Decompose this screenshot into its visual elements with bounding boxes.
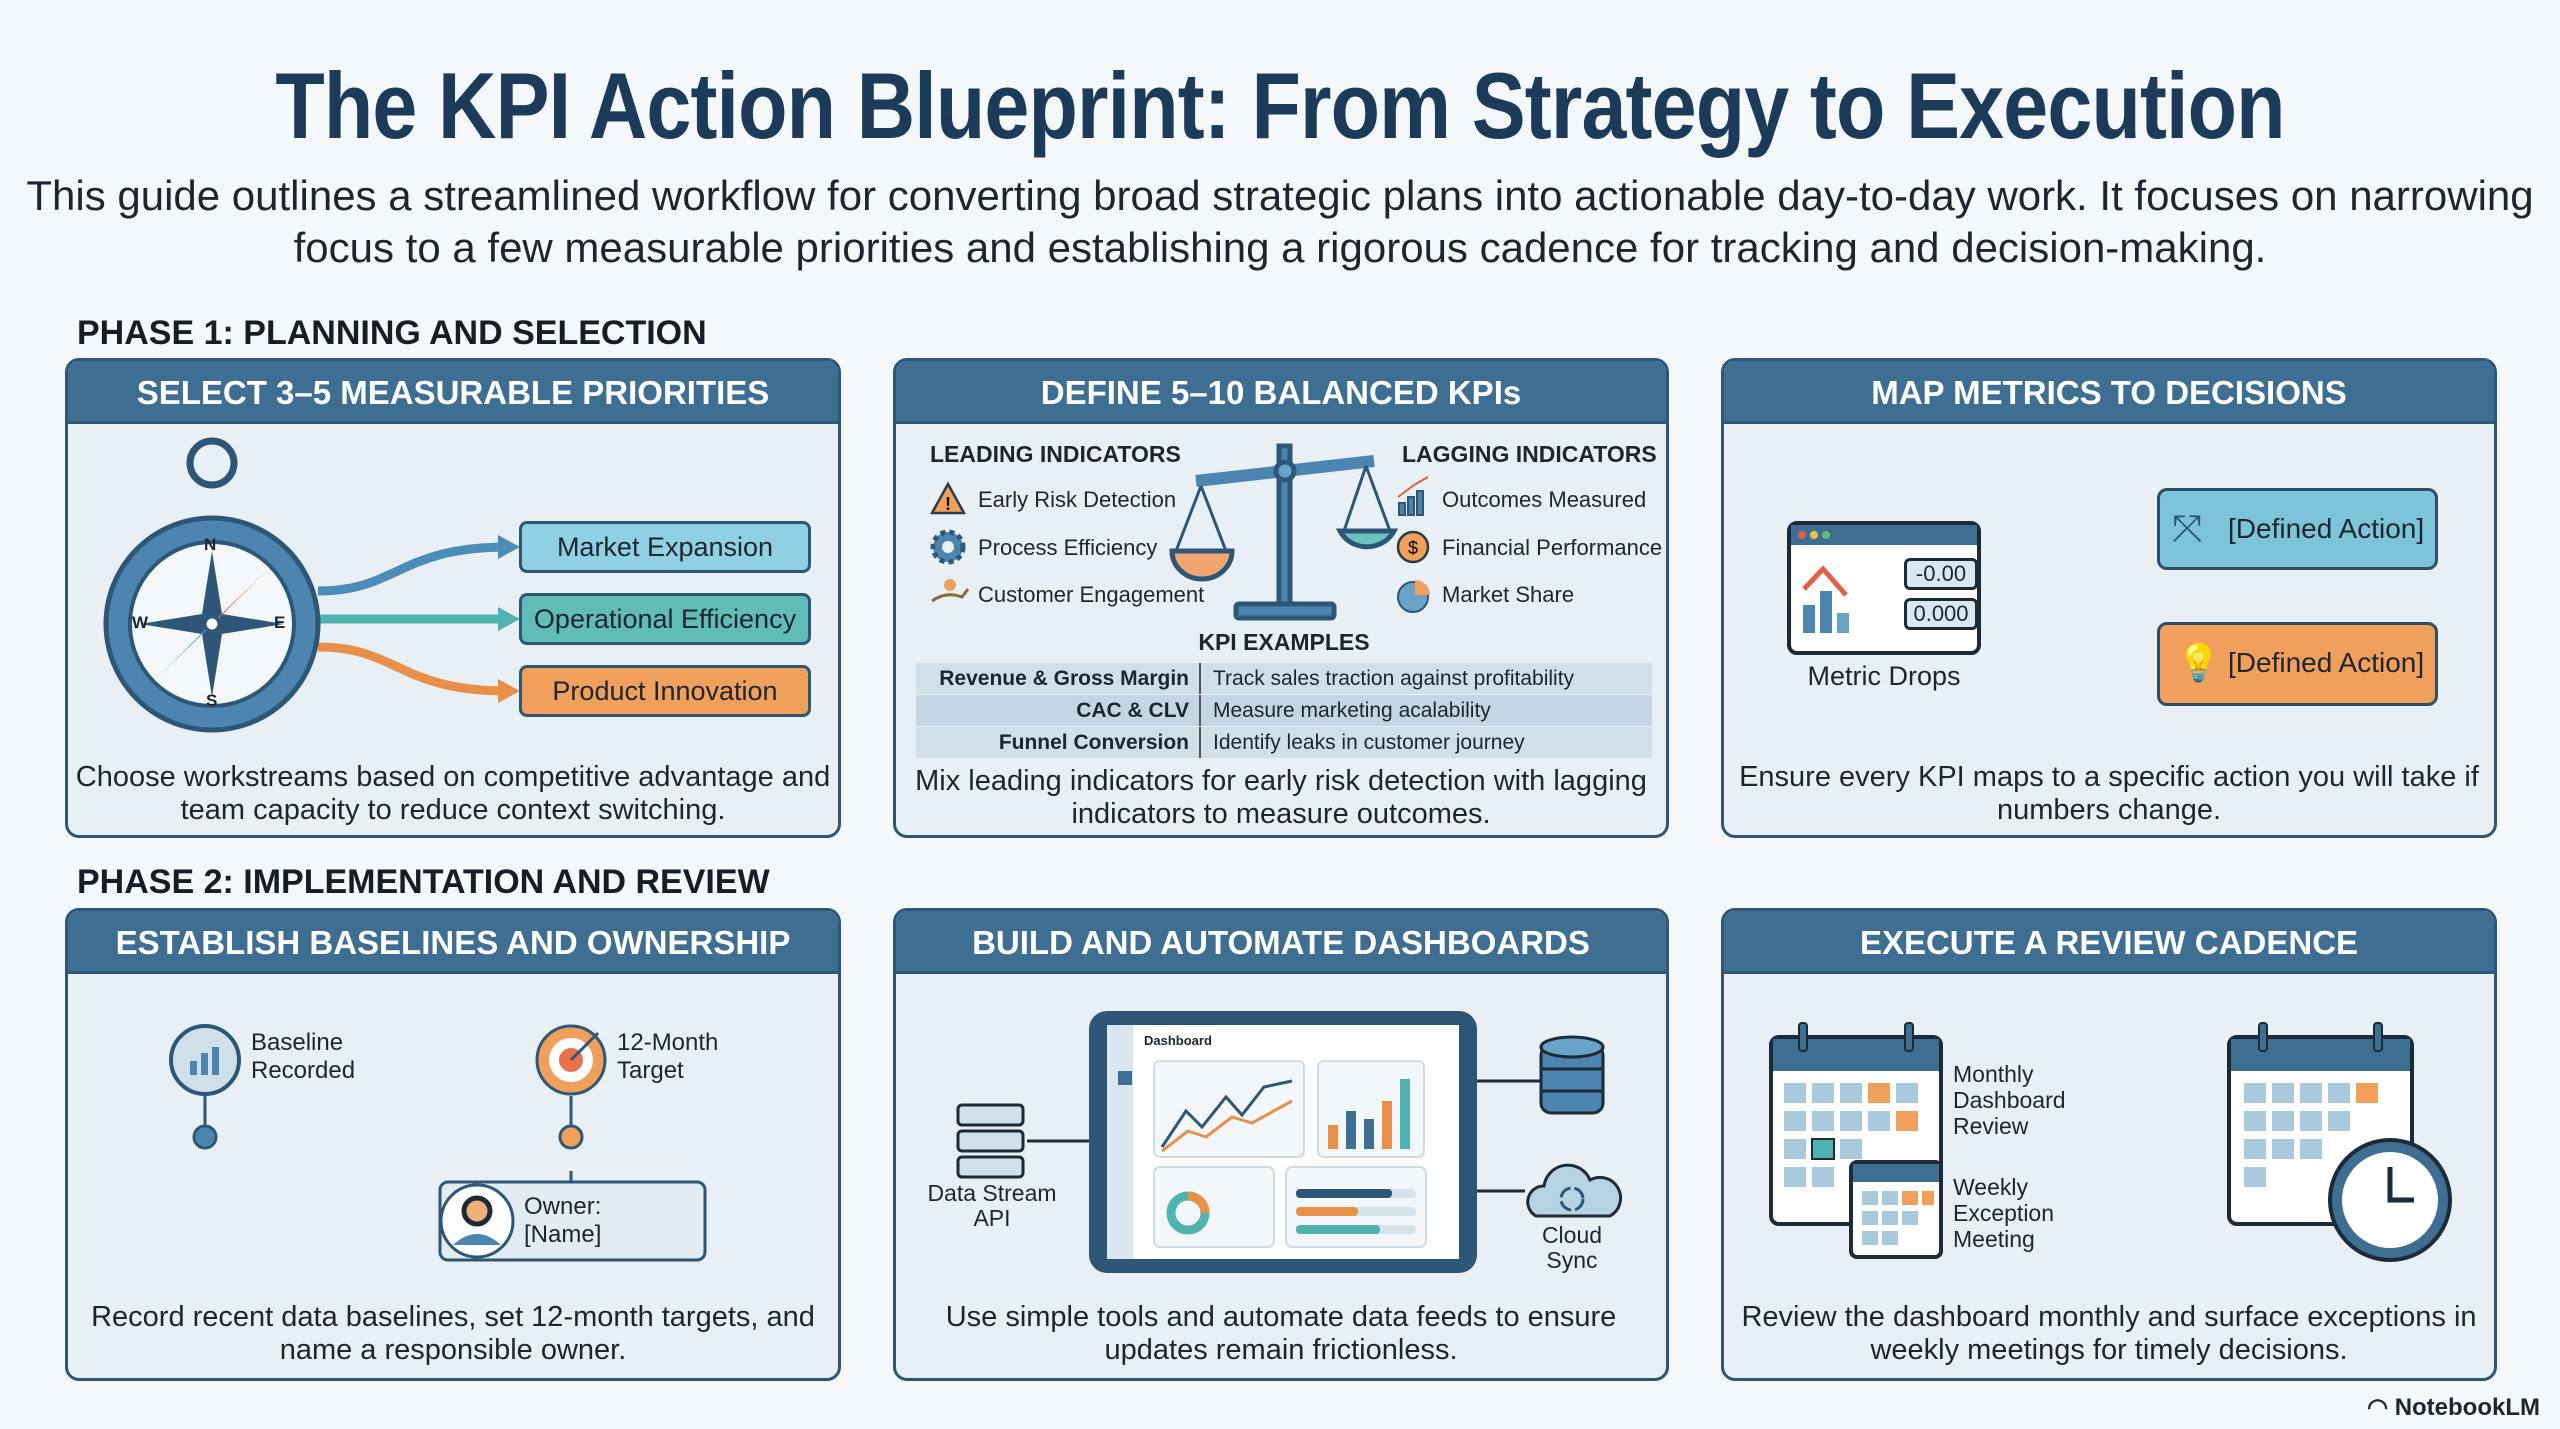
dashboard-label: Dashboard xyxy=(1144,1033,1212,1048)
leading-item: Process Efficiency xyxy=(978,535,1158,560)
notebooklm-icon: ◠ xyxy=(2367,1394,2389,1421)
compass-north: N xyxy=(204,535,217,554)
lagging-item: Outcomes Measured xyxy=(1442,487,1647,512)
dollar-coin-icon: $ xyxy=(1396,530,1430,564)
compass-south: S xyxy=(206,691,218,710)
table-row: CAC & CLV Measure marketing acalability xyxy=(916,695,1652,726)
page-title: The KPI Action Blueprint: From Strategy … xyxy=(275,53,2285,158)
monthly-review-label: Monthly Dashboard Review xyxy=(1953,1061,2066,1139)
defined-action-2: 💡 [Defined Action] xyxy=(2157,622,2438,706)
card-title: MAP METRICS TO DECISIONS xyxy=(1724,361,2494,424)
metric-value: -0.00 xyxy=(1904,558,1978,590)
card-title: BUILD AND AUTOMATE DASHBOARDS xyxy=(896,911,1666,974)
card-title: SELECT 3–5 MEASURABLE PRIORITIES xyxy=(68,361,838,424)
compass-west: W xyxy=(132,613,149,632)
balance-scale-icon xyxy=(1169,443,1399,621)
dashboard-illustration xyxy=(956,1011,1623,1273)
compass-east: E xyxy=(274,613,286,632)
kpi-name: CAC & CLV xyxy=(916,695,1201,726)
card-dashboards: BUILD AND AUTOMATE DASHBOARDS Dashboard … xyxy=(893,908,1669,1381)
lightbulb-icon: 💡 xyxy=(2176,642,2221,683)
card-title: EXECUTE A REVIEW CADENCE xyxy=(1724,911,2494,974)
pie-chart-icon xyxy=(1397,580,1430,613)
svg-text:$: $ xyxy=(1408,538,1418,558)
data-stream-label: Data Stream API xyxy=(927,1180,1057,1231)
owner-avatar-icon xyxy=(438,1171,707,1262)
card-define-kpis: DEFINE 5–10 BALANCED KPIs ! $ LEADING IN… xyxy=(893,358,1669,838)
phase-2-label: PHASE 2: IMPLEMENTATION AND REVIEW xyxy=(77,863,770,901)
action-label: [Defined Action] xyxy=(2228,513,2425,544)
priority-operational-efficiency: Operational Efficiency xyxy=(519,593,811,645)
weekly-meeting-label: Weekly Exception Meeting xyxy=(1953,1174,2055,1252)
target-icon xyxy=(535,1024,607,1150)
ownership-icons xyxy=(169,1024,707,1262)
lagging-item: Market Share xyxy=(1442,582,1575,607)
lagging-heading: LAGGING INDICATORS xyxy=(1402,441,1657,467)
page-subtitle: This guide outlines a streamlined workfl… xyxy=(26,172,2534,271)
kpi-name: Funnel Conversion xyxy=(916,727,1201,758)
metric-value: 0.000 xyxy=(1904,598,1978,630)
kpi-purpose: Identify leaks in customer journey xyxy=(1213,731,1525,754)
lagging-item: Financial Performance xyxy=(1442,535,1663,560)
kpi-purpose: Track sales traction against profitabili… xyxy=(1213,667,1575,690)
compass-icon xyxy=(103,437,321,733)
target-label: 12-Month Target xyxy=(617,1029,719,1084)
warning-icon: ! xyxy=(929,481,967,515)
priority-market-expansion: Market Expansion xyxy=(519,521,811,573)
brand-label: NotebookLM xyxy=(2394,1394,2540,1421)
card-description: Ensure every KPI maps to a specific acti… xyxy=(1739,761,2479,826)
card-title: ESTABLISH BASELINES AND OWNERSHIP xyxy=(68,911,838,974)
card-description: Record recent data baselines, set 12-mon… xyxy=(91,1301,815,1366)
owner-label: Owner: [Name] xyxy=(524,1193,602,1248)
table-row: Revenue & Gross Margin Track sales tracti… xyxy=(916,663,1652,694)
hand-heart-icon xyxy=(931,579,970,603)
table-row: Funnel Conversion Identify leaks in custo… xyxy=(916,727,1652,758)
card-description: Use simple tools and automate data feeds… xyxy=(945,1301,1617,1366)
card-select-priorities: SELECT 3–5 MEASURABLE PRIORITIES N E S W… xyxy=(65,358,841,838)
weekly-calendar-icon xyxy=(1849,1160,1943,1259)
kpi-icons: ! $ xyxy=(929,443,1430,621)
leading-heading: LEADING INDICATORS xyxy=(930,441,1181,467)
calendar-clock-icon xyxy=(2227,1022,2452,1262)
kpi-name: Revenue & Gross Margin xyxy=(916,663,1201,694)
card-description: Choose workstreams based on competitive … xyxy=(75,761,831,826)
notebooklm-logo: ◠ NotebookLM xyxy=(2367,1393,2540,1422)
card-baselines-ownership: ESTABLISH BASELINES AND OWNERSHIP Baseli… xyxy=(65,908,841,1381)
priority-product-innovation: Product Innovation xyxy=(519,665,811,717)
phase-1-label: PHASE 1: PLANNING AND SELECTION xyxy=(77,314,707,352)
cloud-sync-label: Cloud Sync xyxy=(1541,1222,1603,1273)
card-map-metrics: MAP METRICS TO DECISIONS -0.00 0.000 Met… xyxy=(1721,358,2497,838)
leading-item: Early Risk Detection xyxy=(978,487,1177,512)
defined-action-1: ⤧ [Defined Action] xyxy=(2157,488,2438,570)
compass-illustration xyxy=(103,437,520,733)
card-description: Review the dashboard monthly and surface… xyxy=(1741,1301,2477,1366)
card-description: Mix leading indicators for early risk de… xyxy=(915,765,1647,830)
card-title: DEFINE 5–10 BALANCED KPIs xyxy=(896,361,1666,424)
leading-item: Customer Engagement xyxy=(978,582,1205,607)
baseline-chart-icon xyxy=(169,1024,241,1150)
kpi-examples-heading: KPI EXAMPLES xyxy=(1198,629,1370,655)
kpi-examples-table: Revenue & Gross Margin Track sales tracti… xyxy=(916,663,1652,759)
card-review-cadence: EXECUTE A REVIEW CADENCE Monthly Dashboa… xyxy=(1721,908,2497,1381)
calendar-illustration xyxy=(1769,1022,2452,1262)
metric-drops-label: Metric Drops xyxy=(1807,661,1961,691)
svg-text:!: ! xyxy=(945,494,951,514)
cloud-sync-icon xyxy=(1526,1163,1623,1218)
baseline-label: Baseline Recorded xyxy=(251,1029,356,1084)
database-icon xyxy=(1539,1035,1605,1115)
kpi-purpose: Measure marketing acalability xyxy=(1213,699,1491,722)
server-icon xyxy=(956,1103,1025,1179)
tablet-icon xyxy=(1089,1011,1477,1273)
split-arrows-icon: ⤧ xyxy=(2172,508,2203,550)
flow-arrows xyxy=(317,535,520,703)
action-label: [Defined Action] xyxy=(2228,647,2425,678)
growth-chart-icon xyxy=(1397,476,1429,516)
gear-icon xyxy=(930,529,966,565)
